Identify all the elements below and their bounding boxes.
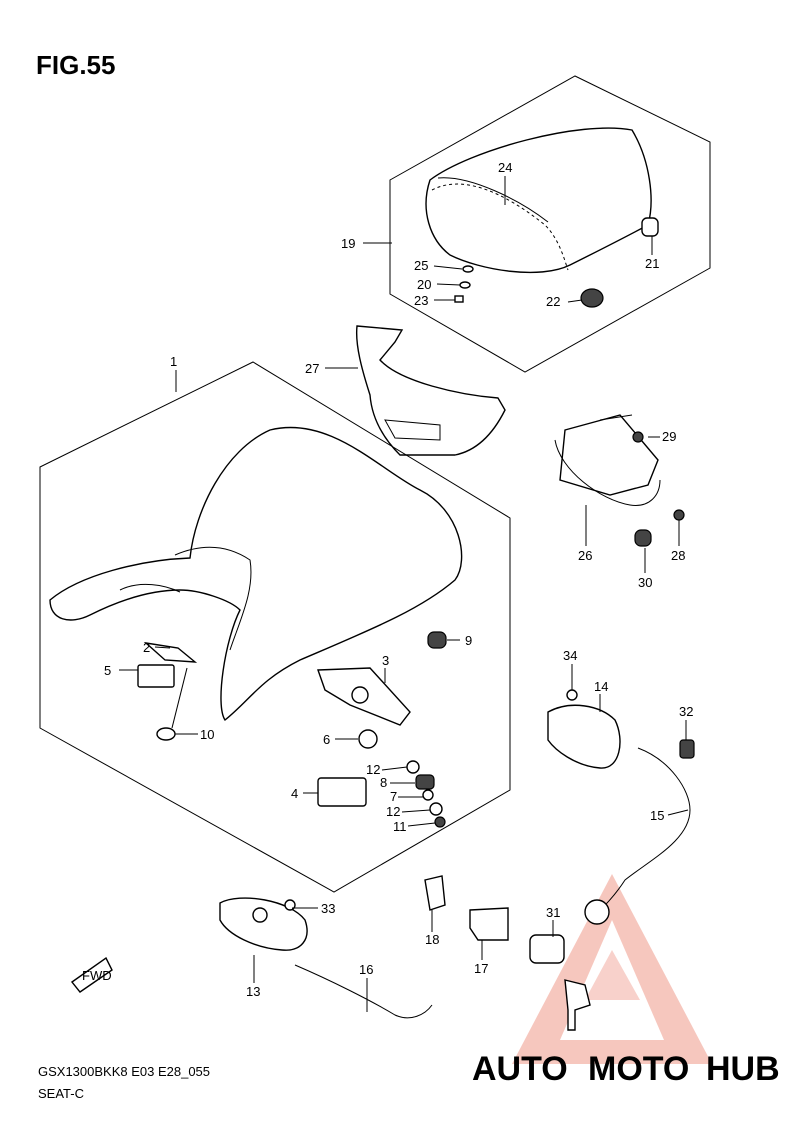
rear-seat-group xyxy=(389,75,711,373)
callout-5: 5 xyxy=(104,663,111,678)
callout-30: 30 xyxy=(638,575,652,590)
callout-22: 22 xyxy=(546,294,560,309)
callout-31: 31 xyxy=(546,905,560,920)
lock-cable-parts xyxy=(547,689,695,925)
watermark-text: AUTO MOTO HUB xyxy=(472,1050,780,1088)
callout-28: 28 xyxy=(671,548,685,563)
callout-11: 11 xyxy=(393,819,407,834)
callout-27: 27 xyxy=(305,361,319,376)
callout-21: 21 xyxy=(645,256,659,271)
fwd-arrow-icon: FWD xyxy=(70,956,113,993)
footer-name: SEAT-C xyxy=(38,1086,84,1101)
callout-6: 6 xyxy=(323,732,330,747)
callout-18: 18 xyxy=(425,932,439,947)
figure-title: FIG.55 xyxy=(36,50,116,80)
fwd-label: FWD xyxy=(82,968,112,983)
callout-16: 16 xyxy=(359,962,373,977)
callout-29: 29 xyxy=(662,429,676,444)
callout-10: 10 xyxy=(200,727,214,742)
callout-20: 20 xyxy=(417,277,431,292)
callout-19: 19 xyxy=(341,236,355,251)
callout-32: 32 xyxy=(679,704,693,719)
callout-labels: 19 24 25 20 23 21 22 27 1 29 26 28 30 2 … xyxy=(104,160,693,999)
callout-7: 7 xyxy=(390,789,397,804)
callout-9: 9 xyxy=(465,633,472,648)
watermark-part3: HUB xyxy=(706,1050,780,1088)
front-seat-group xyxy=(39,361,511,893)
callout-23: 23 xyxy=(414,293,428,308)
callout-15: 15 xyxy=(650,808,664,823)
callout-24: 24 xyxy=(498,160,512,175)
callout-33: 33 xyxy=(321,901,335,916)
callout-13: 13 xyxy=(246,984,260,999)
front-seat-parts xyxy=(137,631,447,828)
watermark-logo xyxy=(512,874,712,1064)
watermark-part2: MOTO xyxy=(588,1050,689,1088)
latch-13-parts xyxy=(219,897,433,1019)
watermark-part1: AUTO xyxy=(472,1050,568,1088)
callout-1: 1 xyxy=(170,354,177,369)
part-27 xyxy=(355,325,506,456)
callout-26: 26 xyxy=(578,548,592,563)
callout-12a: 12 xyxy=(366,762,380,777)
callout-34: 34 xyxy=(563,648,577,663)
callout-4: 4 xyxy=(291,786,298,801)
callout-14: 14 xyxy=(594,679,608,694)
callout-25: 25 xyxy=(414,258,428,273)
callout-2: 2 xyxy=(143,640,150,655)
callout-17: 17 xyxy=(474,961,488,976)
callout-12b: 12 xyxy=(386,804,400,819)
callout-8: 8 xyxy=(380,775,387,790)
leader-lines xyxy=(119,176,689,1012)
callout-3: 3 xyxy=(382,653,389,668)
footer-code: GSX1300BKK8 E03 E28_055 xyxy=(38,1064,211,1079)
key-cylinder-31 xyxy=(529,934,591,1031)
right-bracket-parts xyxy=(554,414,685,547)
brackets-17-18 xyxy=(424,875,509,941)
